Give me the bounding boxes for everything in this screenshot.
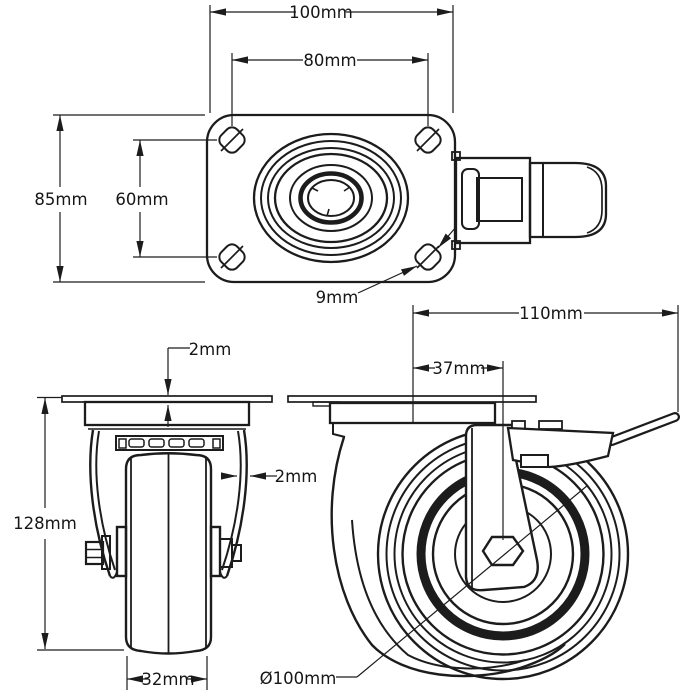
dim-label-80mm: 80mm bbox=[303, 51, 356, 70]
bolt-hole-top-left bbox=[218, 126, 246, 154]
axle-front bbox=[84, 525, 242, 578]
kingpin-ring bbox=[298, 171, 364, 225]
dim-label-32mm: 32mm bbox=[141, 670, 194, 689]
dim-label-2mm-plate: 2mm bbox=[189, 340, 232, 359]
center-bore bbox=[307, 179, 355, 217]
callout-9mm: 9mm bbox=[316, 226, 457, 307]
dim-32mm: 32mm bbox=[126, 656, 208, 690]
bolt-hole-top-right bbox=[414, 126, 442, 154]
brake-housing-side bbox=[506, 420, 615, 469]
dim-80mm: 80mm bbox=[231, 51, 429, 126]
brake-pedal bbox=[528, 161, 608, 239]
ball-bearing bbox=[148, 438, 165, 448]
dim-label-9mm: 9mm bbox=[316, 288, 359, 307]
leader-line bbox=[437, 226, 457, 249]
dim-label-128mm: 128mm bbox=[13, 514, 77, 533]
bearing-race bbox=[115, 435, 224, 451]
axle-bolt-head bbox=[84, 540, 105, 566]
slot-line bbox=[416, 128, 440, 152]
dim-wheel-diameter: Ø100mm bbox=[260, 484, 589, 688]
ball-bearing bbox=[168, 438, 185, 448]
brake-lever bbox=[607, 412, 680, 446]
dim-label-diameter: Ø100mm bbox=[260, 669, 337, 688]
dim-2mm-plate: 2mm bbox=[164, 340, 232, 427]
bolt-hole-bottom-left bbox=[218, 243, 246, 271]
dim-label-100mm: 100mm bbox=[289, 3, 353, 22]
dim-100mm: 100mm bbox=[209, 3, 454, 113]
dim-label-110mm: 110mm bbox=[519, 304, 583, 323]
wheel-front bbox=[124, 452, 213, 655]
hub-end bbox=[209, 525, 222, 578]
dim-2mm-wall: 2mm bbox=[221, 467, 317, 486]
diameter-line bbox=[356, 484, 589, 678]
swivel-block-front bbox=[83, 400, 251, 427]
tread-silhouette bbox=[330, 436, 566, 678]
leader-line bbox=[357, 265, 418, 294]
slot-line bbox=[220, 245, 244, 269]
brake-latch bbox=[461, 168, 480, 230]
dim-37mm: 37mm bbox=[413, 359, 504, 540]
brake-housing-top bbox=[454, 156, 532, 245]
hub-end bbox=[115, 525, 128, 578]
dim-label-60mm: 60mm bbox=[115, 190, 168, 209]
front-view: 2mm 2mm 128mm 32mm bbox=[13, 340, 317, 690]
slot-line bbox=[220, 128, 244, 152]
dim-128mm: 128mm bbox=[13, 396, 124, 651]
ball-bearing bbox=[128, 438, 145, 448]
axle-hex-nut bbox=[481, 535, 525, 567]
swivel-bearing-rings bbox=[252, 132, 410, 264]
housing-tab bbox=[538, 420, 563, 430]
side-view: 110mm 37mm Ø100mm bbox=[260, 304, 680, 688]
dim-85mm: 85mm bbox=[34, 114, 205, 283]
top-view: 100mm 80mm 85mm 60mm 9mm bbox=[34, 3, 608, 307]
wheel-outline bbox=[124, 452, 213, 655]
bolt-hole-bottom-right bbox=[414, 243, 442, 271]
brake-latch-inner bbox=[476, 177, 523, 222]
dim-label-37mm: 37mm bbox=[432, 359, 485, 378]
ball-bearing bbox=[188, 438, 205, 448]
housing-notch bbox=[520, 454, 549, 468]
dim-label-85mm: 85mm bbox=[34, 190, 87, 209]
dim-label-2mm-wall: 2mm bbox=[275, 467, 318, 486]
brake-assembly-top bbox=[451, 151, 608, 250]
dim-110mm: 110mm bbox=[412, 304, 679, 422]
dim-60mm: 60mm bbox=[115, 139, 217, 258]
slot-line bbox=[416, 245, 440, 269]
